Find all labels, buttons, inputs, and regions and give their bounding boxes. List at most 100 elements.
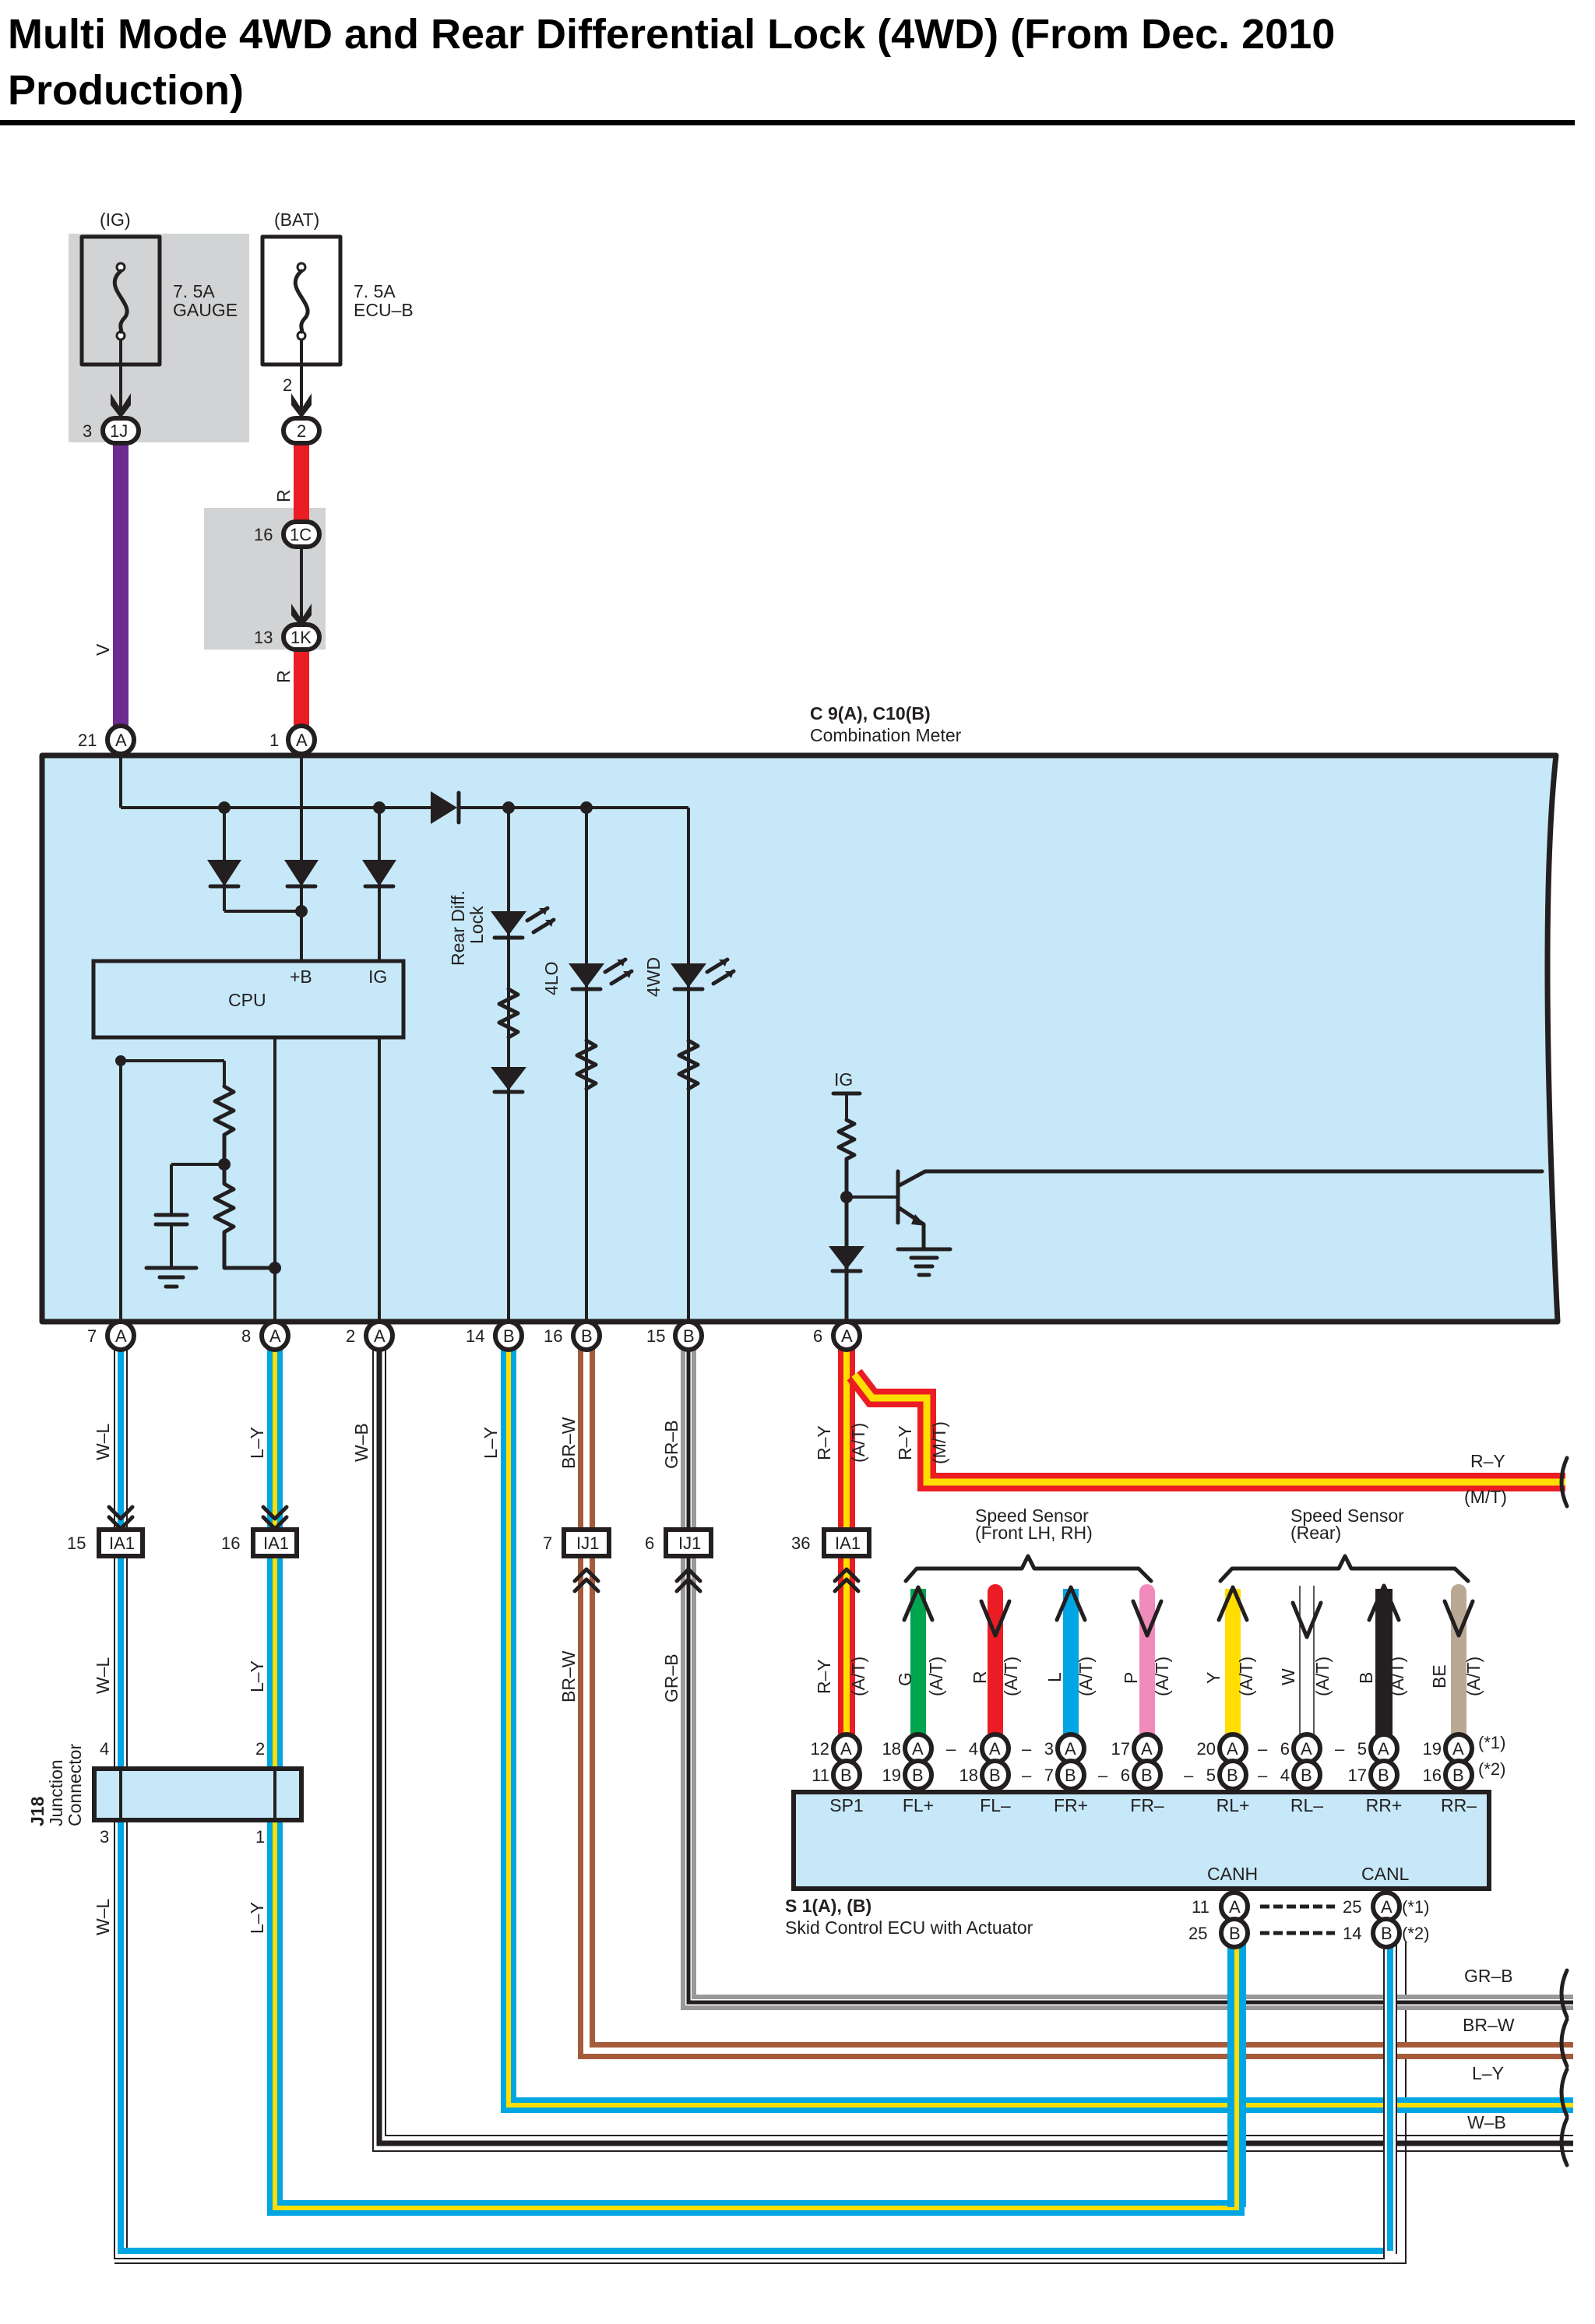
ecu-pin-conn: A bbox=[989, 1739, 1001, 1759]
wire-label-l-y-14b: L–Y bbox=[481, 1427, 501, 1459]
ecu-pin-conn: B bbox=[1065, 1766, 1076, 1785]
ecu-pin-number: 18 bbox=[882, 1739, 901, 1759]
ecu-pin-number: 6 bbox=[1121, 1766, 1130, 1785]
canh-pin-b-conn: B bbox=[1229, 1924, 1241, 1943]
can-pins bbox=[1221, 1893, 1400, 1947]
wire-label-b-at: (A/T) bbox=[1387, 1657, 1407, 1696]
ecu-pin-conn: A bbox=[1141, 1739, 1153, 1759]
connector-1j-id: 1J bbox=[110, 421, 128, 441]
speed-sensor-front-label2: (Front LH, RH) bbox=[975, 1523, 1093, 1543]
wire-label-w-l-2: W–L bbox=[93, 1657, 113, 1695]
wire-label-y: Y bbox=[1203, 1672, 1224, 1684]
wire-label-l-y-3: L–Y bbox=[247, 1902, 267, 1934]
ecu-pin-dash: – bbox=[1258, 1739, 1268, 1759]
ecu-pin-circle bbox=[1055, 1759, 1086, 1791]
junction-6-id: IJ1 bbox=[678, 1533, 701, 1553]
ecu-pin-number: 5 bbox=[1357, 1739, 1367, 1759]
pin-8a-num: 8 bbox=[241, 1326, 251, 1346]
fuse-source-ig: (IG) bbox=[100, 210, 131, 230]
ecu-pin-number: 18 bbox=[959, 1766, 978, 1785]
j18-pin-1: 1 bbox=[255, 1827, 265, 1847]
speed-sensor-rear-label1: Speed Sensor bbox=[1290, 1505, 1404, 1526]
ecu-pin-number: 11 bbox=[812, 1766, 829, 1785]
connector-2-id: 2 bbox=[297, 421, 306, 441]
ecu-pin-number: 4 bbox=[969, 1739, 978, 1759]
continuation-br-w: BR–W bbox=[1463, 2015, 1515, 2035]
pin-6a-num: 6 bbox=[813, 1326, 822, 1346]
pin-6a-conn: A bbox=[841, 1326, 853, 1346]
continuation-l-y: L–Y bbox=[1472, 2063, 1504, 2083]
wire-label-r-y-mt: R–Y bbox=[895, 1425, 915, 1460]
pin-7a-conn: A bbox=[115, 1326, 127, 1346]
wire-label-br-w: BR–W bbox=[558, 1417, 579, 1469]
ecu-pin-conn: A bbox=[840, 1739, 852, 1759]
canl-note2: (*2) bbox=[1402, 1924, 1429, 1943]
continuation-breaks bbox=[1559, 1456, 1569, 2167]
combination-meter-box bbox=[39, 752, 1561, 1325]
ecu-pin-conn: A bbox=[1378, 1739, 1389, 1759]
j18-pin-4: 4 bbox=[100, 1739, 109, 1759]
skid-control-ecu-box bbox=[791, 1790, 1491, 1891]
fuse-ecu-b-rating: 7. 5A bbox=[354, 281, 396, 301]
canh-pin-b: 25 bbox=[1188, 1924, 1207, 1943]
wire-label-w-l-3: W–L bbox=[93, 1899, 113, 1936]
j18-junction-connector bbox=[92, 1766, 304, 1822]
j18-name2: Connector bbox=[65, 1744, 85, 1826]
ecu-pin-number: 19 bbox=[882, 1766, 901, 1785]
ecu-pin-circle bbox=[1132, 1759, 1163, 1791]
wire-label-g-at: (A/T) bbox=[926, 1657, 946, 1696]
wire-label-r-y-2: R–Y bbox=[814, 1659, 834, 1694]
ecu-note2: (*2) bbox=[1478, 1759, 1505, 1779]
canh-pin-a: 11 bbox=[1192, 1897, 1209, 1917]
meter-name: Combination Meter bbox=[810, 725, 962, 745]
wire-l-y-14b bbox=[501, 1337, 1573, 2113]
ecu-pin-conn: B bbox=[1452, 1766, 1464, 1785]
continuation-gr-b: GR–B bbox=[1464, 1966, 1513, 1986]
wire-label-y-at: (A/T) bbox=[1236, 1657, 1256, 1696]
ecu-terminal-label: FL+ bbox=[903, 1795, 934, 1815]
ecu-terminal-label: RL– bbox=[1290, 1795, 1323, 1815]
wire-label-l-y: L–Y bbox=[247, 1427, 267, 1459]
wire-label-mt: (M/T) bbox=[929, 1421, 949, 1464]
ecu-pin-dash: – bbox=[1184, 1766, 1194, 1785]
pin-7a-num: 7 bbox=[87, 1326, 97, 1346]
pin-8a-conn: A bbox=[269, 1326, 281, 1346]
indicator-rear-diff-lock: Rear Diff.Lock bbox=[448, 890, 487, 966]
ecu-pin-conn: A bbox=[1227, 1739, 1238, 1759]
wire-l-y-8a bbox=[267, 1337, 1245, 2216]
ecu-pin-dash: – bbox=[946, 1739, 956, 1759]
wire-label-l-y-2: L–Y bbox=[247, 1660, 267, 1692]
connector-1c-id: 1C bbox=[290, 525, 312, 544]
wire-label-r-y-at-2: (A/T) bbox=[848, 1657, 868, 1696]
ecu-pin-conn: A bbox=[1065, 1739, 1076, 1759]
ecu-terminal-label: FR– bbox=[1130, 1795, 1164, 1815]
meter-pin-21a-conn: A bbox=[115, 731, 127, 750]
wire-label-w: W bbox=[1278, 1668, 1298, 1685]
speed-sensor-front-label1: Speed Sensor bbox=[975, 1505, 1089, 1526]
wire-label-l: L bbox=[1044, 1672, 1065, 1682]
inline-junction-connectors bbox=[97, 1505, 871, 1593]
skid-ecu-pin-columns: A12B11SP1A18B19FL+A4–B18FL–A3–B7–FR+A17B… bbox=[811, 1732, 1477, 1815]
ecu-pin-dash: – bbox=[1022, 1739, 1032, 1759]
cpu-pin-b: +B bbox=[290, 967, 312, 987]
wire-gr-b bbox=[681, 1337, 1573, 2010]
meter-code: C 9(A), C10(B) bbox=[810, 703, 931, 724]
ecu-canh-label: CANH bbox=[1207, 1864, 1258, 1884]
wire-canl bbox=[1383, 1942, 1397, 2254]
cpu-pin-ig: IG bbox=[368, 967, 387, 987]
wire-label-w-b: W–B bbox=[351, 1423, 371, 1462]
pin-15b-num: 15 bbox=[646, 1326, 665, 1346]
junction-15-id: IA1 bbox=[109, 1533, 135, 1553]
ecu-pin-circle bbox=[1217, 1759, 1248, 1791]
meter-internal-circuit bbox=[91, 755, 1544, 1324]
j18-pin-2: 2 bbox=[255, 1739, 265, 1759]
connector-2 bbox=[281, 416, 322, 445]
ecu-pin-circle bbox=[1443, 1759, 1474, 1791]
skid-ecu-code: S 1(A), (B) bbox=[785, 1896, 871, 1916]
connector-1c bbox=[281, 519, 322, 549]
canl-pin-b: 14 bbox=[1343, 1924, 1361, 1943]
fuse-ecu-b-pin: 2 bbox=[283, 375, 292, 395]
